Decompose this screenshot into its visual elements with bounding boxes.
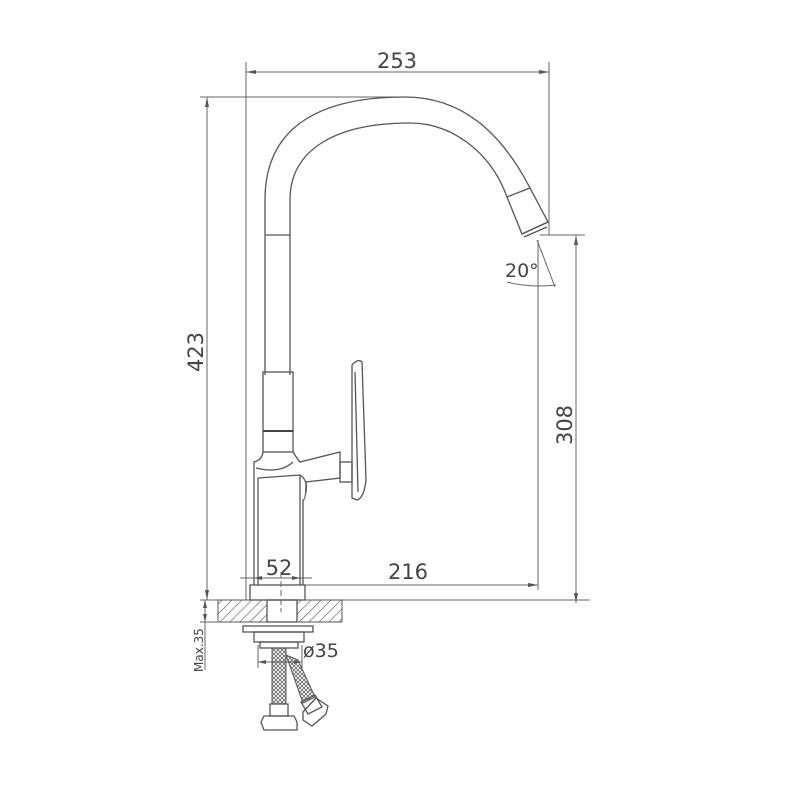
mounting-hardware <box>242 625 314 649</box>
faucet-body <box>253 451 341 585</box>
supply-hoses <box>260 647 329 731</box>
faucet-handle-lever <box>339 359 367 501</box>
dimension-axis-to-outlet: 216 <box>275 240 539 590</box>
dimension-spout-reach: 253 <box>245 49 550 600</box>
dim-label-423: 423 <box>184 332 208 372</box>
faucet-spout <box>264 96 549 238</box>
faucet-stem <box>262 234 294 453</box>
dimension-total-height: 423 <box>184 96 400 600</box>
countertop-section <box>217 572 343 623</box>
dimension-max-countertop: Max.35 <box>192 600 218 672</box>
dim-label-308: 308 <box>553 405 577 445</box>
dim-label-52: 52 <box>266 556 293 580</box>
dimension-outlet-height: 308 <box>540 234 585 603</box>
dim-label-216: 216 <box>388 560 428 584</box>
dim-label-max35: Max.35 <box>192 628 206 672</box>
faucet-base <box>200 584 590 601</box>
dim-label-dia35: ø35 <box>303 640 339 662</box>
dimension-outlet-angle: 20° <box>505 239 557 288</box>
dim-label-253: 253 <box>377 49 417 73</box>
dimension-base-width: 52 <box>240 556 312 580</box>
dim-label-20deg: 20° <box>505 260 539 282</box>
